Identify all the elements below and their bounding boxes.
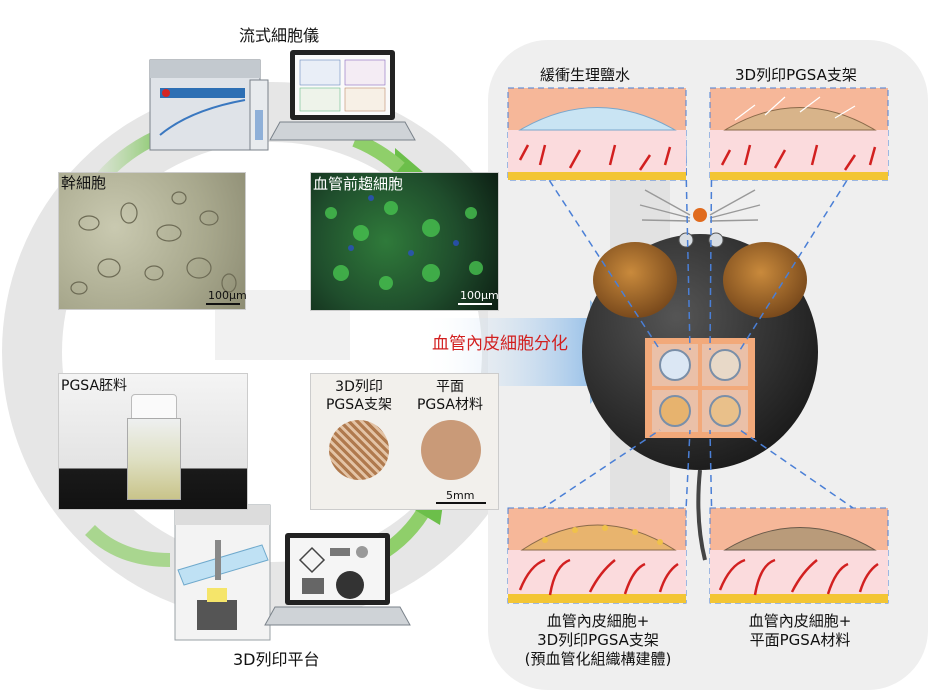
- flow-cytometer-machine: [149, 59, 269, 151]
- printer-platform-label: 3D列印平台: [233, 650, 320, 669]
- flow-cytometer-label: 流式細胞儀: [239, 26, 320, 45]
- flat-disk-label-2: PGSA材料: [416, 397, 483, 413]
- printed-disk: [329, 420, 389, 480]
- arrow-cycle-bottom-left: [85, 524, 171, 567]
- mouse-illustration: [582, 189, 818, 561]
- laptop-top: [269, 50, 416, 141]
- progenitor-scale-bar: [458, 303, 492, 305]
- combo-label-2: 3D列印PGSA支架: [537, 631, 659, 649]
- printed-disk-label-1: 3D列印: [335, 379, 383, 395]
- combo-label-1: 血管內皮細胞+: [546, 612, 650, 630]
- arrow-cycle-top-right-tail: [352, 133, 405, 174]
- flat-combo-label-1: 血管內皮細胞+: [748, 612, 852, 630]
- flat-combo-label-2: 平面PGSA材料: [749, 631, 851, 649]
- disks-photo: [310, 373, 499, 510]
- laptop-bottom: [264, 533, 411, 626]
- pgsa-preform-label: PGSA胚料: [61, 378, 128, 394]
- stem-cells-label: 幹細胞: [61, 174, 107, 192]
- progenitor-label: 血管前趨細胞: [313, 175, 404, 193]
- flat-disk: [421, 420, 481, 480]
- flat-disk-label-1: 平面: [436, 379, 464, 395]
- disk-scale-bar: [436, 502, 486, 504]
- differentiation-label: 血管內皮細胞分化: [432, 334, 568, 354]
- combo-label-3: (預血管化組織構建體): [524, 650, 672, 668]
- progenitor-photo: [310, 172, 499, 311]
- tile-combo: [507, 507, 687, 604]
- tile-saline: [507, 87, 687, 181]
- stem-cell-photo: [58, 172, 246, 310]
- scaffold-top-label: 3D列印PGSA支架: [735, 66, 857, 84]
- disk-scale-label: 5mm: [446, 489, 475, 502]
- tile-scaffold-top: [709, 87, 889, 181]
- tile-flat-combo: [709, 507, 889, 604]
- printer-machine: [174, 504, 271, 641]
- implant-sites: [652, 344, 748, 432]
- progenitor-scale-label: 100μm: [460, 289, 499, 302]
- pgsa-preform-photo: [58, 373, 248, 510]
- stem-scale-label: 100μm: [208, 289, 247, 302]
- printed-disk-label-2: PGSA支架: [325, 397, 392, 413]
- saline-label: 緩衝生理鹽水: [540, 66, 631, 84]
- stem-scale-bar: [206, 303, 240, 305]
